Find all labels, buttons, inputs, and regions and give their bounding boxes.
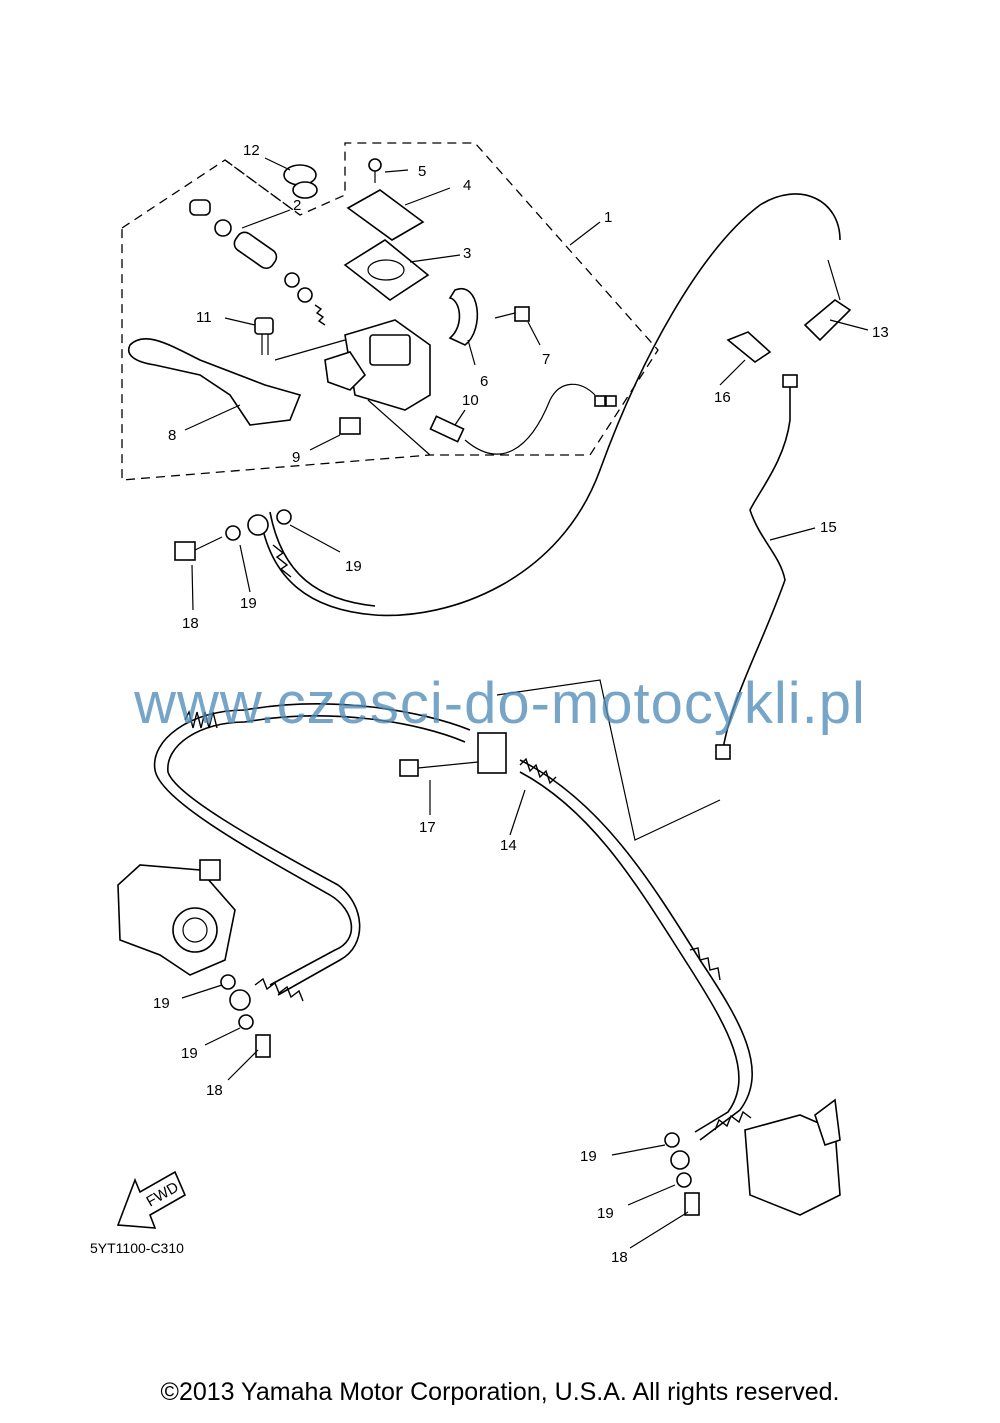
callout-19-e: 19 (580, 1148, 597, 1165)
reservoir-cap (346, 189, 425, 241)
joint (803, 259, 852, 342)
reference-line (367, 399, 721, 841)
hose-joint (477, 732, 507, 774)
copyright-notice: ©2013 Yamaha Motor Corporation, U.S.A. A… (160, 1378, 840, 1406)
brake-pipe (721, 380, 791, 756)
boot (283, 164, 318, 199)
fwd-arrow-icon: FWD (116, 1170, 187, 1229)
callout-2: 2 (293, 197, 301, 214)
callout-5: 5 (418, 163, 426, 180)
left-caliper (117, 859, 236, 976)
callout-10: 10 (462, 392, 479, 409)
union-bolt-upper (174, 536, 223, 561)
callout-18-right: 18 (611, 1249, 628, 1266)
callout-17: 17 (419, 819, 436, 836)
nut (339, 417, 361, 435)
callout-19-b: 19 (345, 558, 362, 575)
leader-lines (181, 157, 869, 1249)
washer-right-1 (664, 1132, 680, 1148)
callout-18-left: 18 (206, 1082, 223, 1099)
piston-kit (189, 199, 326, 326)
callout-19-f: 19 (597, 1205, 614, 1222)
callout-19-c: 19 (153, 995, 170, 1012)
callout-19-a: 19 (240, 595, 257, 612)
callout-numbers: 1 2 3 4 5 6 7 8 9 10 11 12 13 14 15 16 1… (153, 142, 889, 1266)
washer-left-1 (220, 974, 236, 990)
callout-9: 9 (292, 449, 300, 466)
callout-19-d: 19 (181, 1045, 198, 1062)
washer-right-2 (676, 1172, 692, 1188)
callout-7: 7 (542, 351, 550, 368)
clip (726, 331, 772, 363)
callout-1: 1 (604, 209, 612, 226)
master-cylinder (324, 319, 431, 411)
pivot-bolt (254, 317, 274, 355)
upper-brake-hose (259, 193, 841, 617)
callout-12: 12 (243, 142, 260, 159)
bolt-7 (494, 306, 530, 322)
callout-11: 11 (196, 309, 212, 326)
brake-switch (429, 383, 617, 455)
union-bolt-right (684, 1192, 700, 1216)
lower-brake-hose (153, 703, 753, 1141)
callout-8: 8 (168, 427, 176, 444)
brake-lever (128, 337, 302, 426)
callout-16: 16 (714, 389, 731, 406)
banjo-right (670, 1150, 690, 1170)
washer-upper (276, 509, 292, 525)
callout-14: 14 (500, 837, 517, 854)
screw (368, 158, 382, 172)
holder (448, 287, 479, 346)
union-bolt-left (255, 1034, 271, 1058)
washer-left-2 (238, 1014, 254, 1030)
callout-18-upper: 18 (182, 615, 199, 632)
watermark: www.czesci-do-motocykli.pl (134, 671, 866, 736)
inner-outline (224, 159, 301, 216)
callout-3: 3 (463, 245, 471, 262)
callout-15: 15 (820, 519, 837, 536)
banjo-left (229, 989, 251, 1011)
callout-6: 6 (480, 373, 488, 390)
diaphragm (343, 239, 430, 301)
right-caliper (744, 1098, 841, 1216)
callout-13: 13 (872, 324, 889, 341)
reference-code: 5YT1100-C310 (90, 1240, 184, 1256)
bolt-17 (399, 759, 479, 777)
callout-4: 4 (463, 177, 471, 194)
banjo-upper (247, 514, 269, 536)
